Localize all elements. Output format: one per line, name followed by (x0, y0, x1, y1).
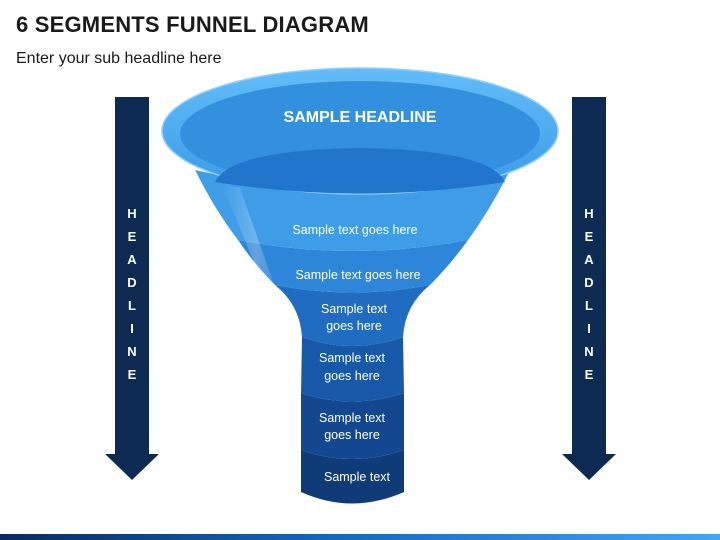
funnel-segment-6 (301, 450, 404, 504)
funnel-segment-5 (301, 393, 404, 459)
vertical-label-letter: L (585, 298, 593, 313)
funnel-headline: SAMPLE HEADLINE (284, 109, 437, 126)
right-down-arrow (562, 97, 616, 480)
vertical-label-letter: E (127, 367, 137, 382)
vertical-label-letter: N (584, 344, 594, 359)
vertical-label-letter: L (128, 298, 136, 313)
segment-5-text-line2: goes here (324, 428, 380, 442)
segment-5-text-line1: Sample text (319, 411, 386, 425)
page-title: 6 SEGMENTS FUNNEL DIAGRAM (16, 12, 369, 37)
segment-3-text-line1: Sample text (321, 302, 388, 316)
left-down-arrow (105, 97, 159, 480)
segment-1-text: Sample text goes here (292, 223, 417, 237)
vertical-label-letter: N (127, 344, 137, 359)
vertical-label-letter: I (587, 321, 591, 336)
segment-4-text-line2: goes here (324, 369, 380, 383)
vertical-label-letter: A (127, 252, 137, 267)
segment-2-text: Sample text goes here (295, 268, 420, 282)
funnel-segment-3 (275, 285, 430, 346)
vertical-label-letter: A (584, 252, 594, 267)
vertical-label-letter: D (127, 275, 137, 290)
vertical-label-letter: H (127, 206, 137, 221)
segment-3-text-line2: goes here (326, 319, 382, 333)
funnel-segment-4 (301, 337, 404, 402)
vertical-label-letter: E (127, 229, 137, 244)
funnel-inner-shadow (215, 148, 505, 194)
bottom-accent-bar (0, 534, 720, 540)
segment-4-text-line1: Sample text (319, 351, 386, 365)
vertical-label-letter: H (584, 206, 594, 221)
funnel-segment-2 (238, 240, 468, 293)
page-subtitle: Enter your sub headline here (16, 50, 222, 67)
vertical-label-letter: I (130, 321, 134, 336)
vertical-label-letter: D (584, 275, 594, 290)
funnel-highlight (222, 185, 290, 330)
vertical-label-letter: E (584, 229, 594, 244)
segment-6-text: Sample text (324, 470, 391, 484)
vertical-label-letter: E (584, 367, 594, 382)
